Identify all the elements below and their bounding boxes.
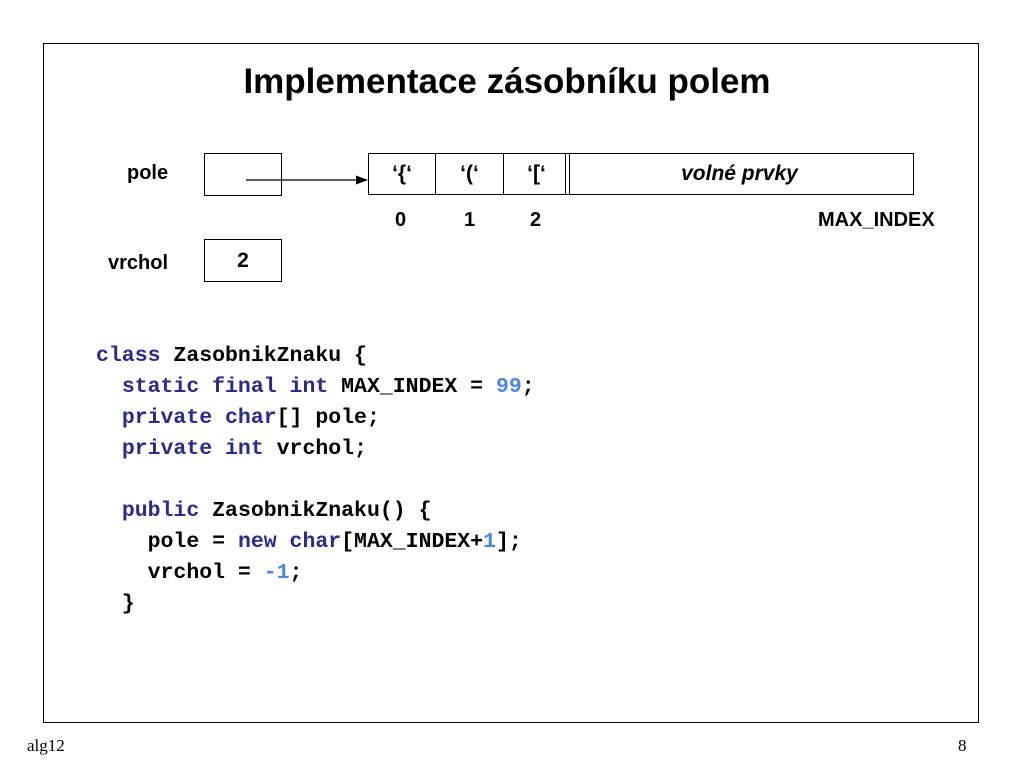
slide-frame xyxy=(43,43,979,723)
code-line-3: private char[] pole; xyxy=(121,406,380,430)
index-0: 0 xyxy=(395,209,407,231)
pole-label: pole xyxy=(127,162,169,184)
index-2: 2 xyxy=(530,209,542,231)
vrchol-label: vrchol xyxy=(108,252,169,274)
code-line-6: public ZasobnikZnaku() { xyxy=(121,499,432,523)
array-cell-0: ‘{‘ xyxy=(368,153,436,195)
vrchol-box: 2 xyxy=(204,239,282,282)
code-line-1: class ZasobnikZnaku { xyxy=(96,344,367,368)
code-block: class ZasobnikZnaku { static final int M… xyxy=(96,341,535,620)
code-line-2: static final int MAX_INDEX = 99; xyxy=(121,375,535,399)
vrchol-value: 2 xyxy=(237,248,249,272)
code-line-4: private int vrchol; xyxy=(121,437,367,461)
array-cell-2: ‘[‘ xyxy=(503,153,570,195)
slide-title: Implementace zásobníku polem xyxy=(243,62,771,101)
code-line-9: } xyxy=(96,592,135,616)
array-cell-1: ‘(‘ xyxy=(435,153,504,195)
code-line-7: pole = new char[MAX_INDEX+1]; xyxy=(96,530,522,554)
pole-pointer-box xyxy=(204,153,282,196)
pointer-arrow-icon xyxy=(246,175,368,185)
index-1: 1 xyxy=(464,209,476,231)
free-cells: volné prvky xyxy=(565,153,914,195)
code-line-8: vrchol = -1; xyxy=(96,561,303,585)
footer-label: alg12 xyxy=(27,736,65,755)
page-number: 8 xyxy=(958,736,967,755)
max-index-label: MAX_INDEX xyxy=(818,209,935,231)
